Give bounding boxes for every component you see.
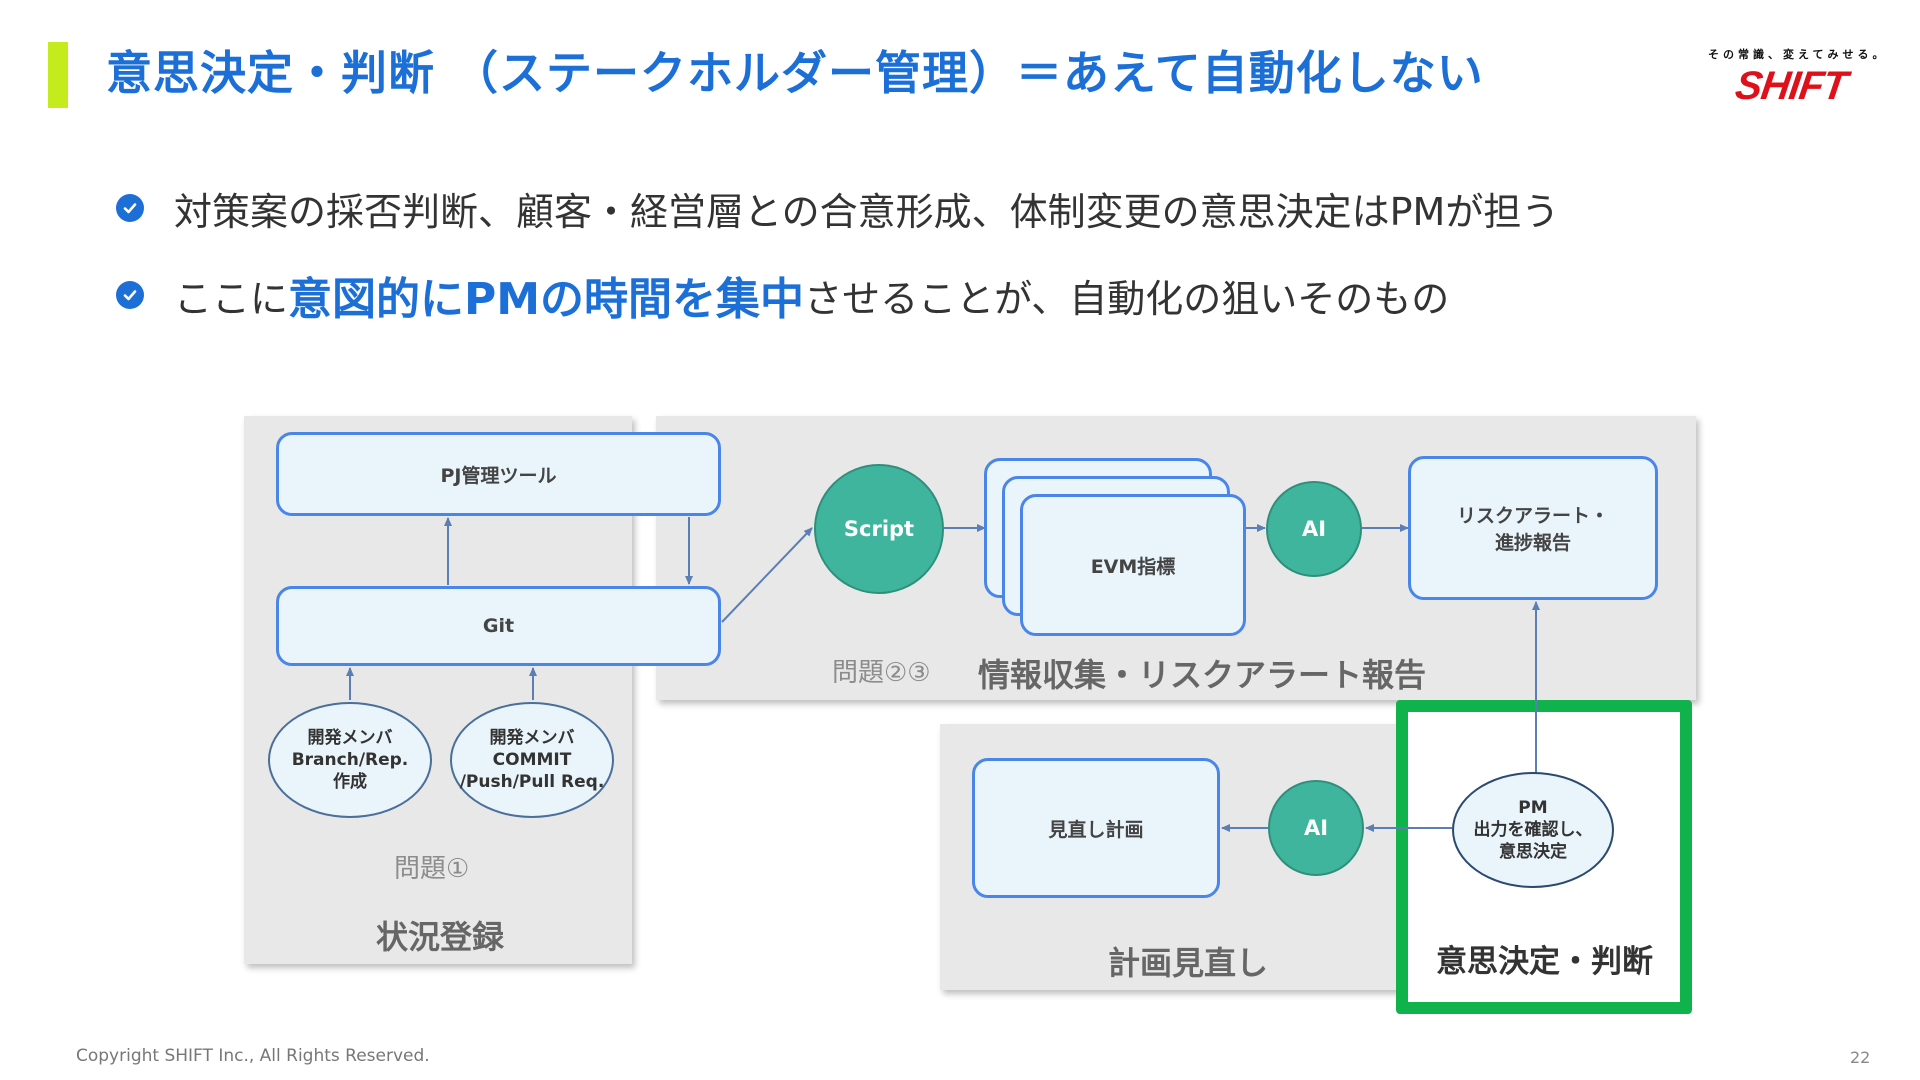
dev1-line: 開発メンバ xyxy=(307,728,393,748)
replan-box: 見直し計画 xyxy=(972,758,1220,898)
dev2-line: COMMIT xyxy=(492,750,572,770)
status-registration-label: 状況登録 xyxy=(376,918,505,956)
page-title: 意思決定・判断 （ステークホルダー管理）＝あえて自動化しない xyxy=(106,46,1484,100)
bullet-text: 対策案の採否判断、顧客・経営層との合意形成、体制変更の意思決定はPMが担う xyxy=(174,189,1560,234)
script-node: Script xyxy=(814,464,944,594)
dev2-line: /Push/Pull Req. xyxy=(459,772,605,792)
copyright-text: Copyright SHIFT Inc., All Rights Reserve… xyxy=(76,1046,430,1066)
dev-member-branch-ellipse: 開発メンバ Branch/Rep. 作成 xyxy=(268,702,432,818)
pm-line: 意思決定 xyxy=(1499,842,1567,862)
check-circle-icon xyxy=(116,281,144,309)
evm-indicator-box: EVM指標 xyxy=(1020,494,1246,636)
arrow-git-to-script xyxy=(721,527,813,623)
check-circle-icon xyxy=(116,194,144,222)
shift-logo: その常識、変えてみせる。 SHIFT xyxy=(1708,46,1888,108)
pm-line: 出力を確認し、 xyxy=(1473,820,1593,840)
pj-tool-box: PJ管理ツール xyxy=(276,432,721,516)
page-number: 22 xyxy=(1850,1048,1871,1067)
dev2-line: 開発メンバ xyxy=(489,728,575,748)
pm-decision-ellipse: PM 出力を確認し、 意思決定 xyxy=(1452,772,1614,888)
info-collection-label: 情報収集・リスクアラート報告 xyxy=(978,656,1427,694)
decision-label: 意思決定・判断 xyxy=(1436,944,1653,980)
ai-node-info: AI xyxy=(1266,481,1362,577)
bullet-item-1: 対策案の採否判断、顧客・経営層との合意形成、体制変更の意思決定はPMが担う xyxy=(116,180,1559,236)
dev-member-commit-ellipse: 開発メンバ COMMIT /Push/Pull Req. xyxy=(450,702,614,818)
bullet-item-2: ここに意図的にPMの時間を集中させることが、自動化の狙いそのもの xyxy=(116,267,1450,325)
bullet-text-prefix: ここに xyxy=(174,276,289,321)
problem-23-label: 問題②③ xyxy=(832,658,931,688)
plan-review-label: 計画見直し xyxy=(1108,944,1269,982)
problem-1-label: 問題① xyxy=(394,854,470,884)
risk-alert-report-box: リスクアラート・ 進捗報告 xyxy=(1408,456,1658,600)
ai-node-plan: AI xyxy=(1268,780,1364,876)
risk-report-line: 進捗報告 xyxy=(1494,532,1571,554)
dev1-line: Branch/Rep. xyxy=(291,750,409,770)
title-accent-bar xyxy=(48,42,68,108)
bullet-text-highlight: 意図的にPMの時間を集中 xyxy=(288,274,805,325)
dev1-line: 作成 xyxy=(333,772,367,792)
bullet-text-suffix: させることが、自動化の狙いそのもの xyxy=(804,276,1450,321)
risk-report-line: リスクアラート・ xyxy=(1456,505,1609,527)
git-box: Git xyxy=(276,586,721,666)
pm-line: PM xyxy=(1518,798,1548,818)
logo-tagline: その常識、変えてみせる。 xyxy=(1708,48,1888,61)
